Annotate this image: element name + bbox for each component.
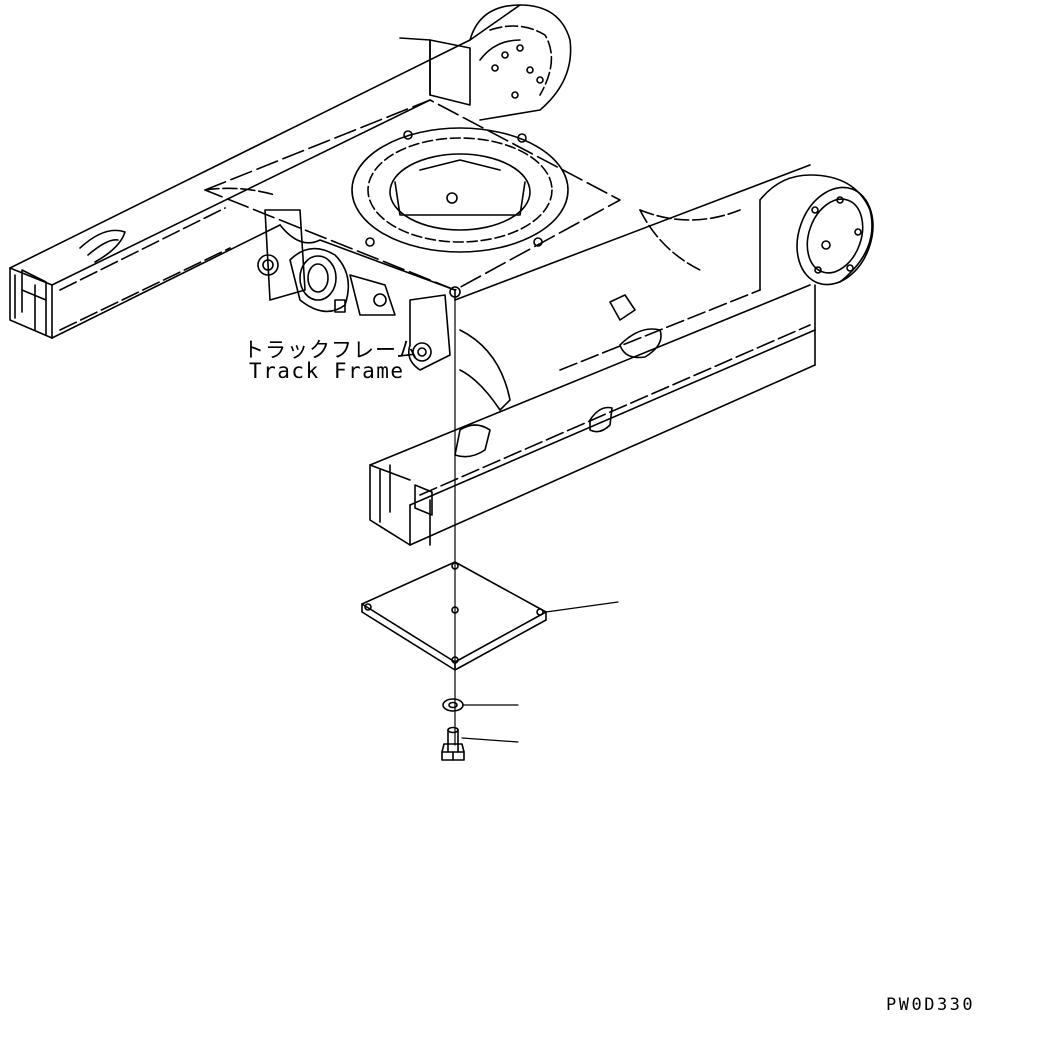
- track-frame-label-en: Track Frame: [249, 359, 405, 383]
- hex-bolt: [442, 728, 464, 761]
- center-body: [205, 100, 620, 300]
- under-cover-plate: [362, 562, 546, 662]
- left-end-hub: [400, 5, 571, 120]
- drawing-number: PW0D330: [886, 995, 976, 1015]
- right-frame-arm: [370, 165, 815, 545]
- right-end-hub: [760, 175, 886, 295]
- leader-bolt: [462, 738, 518, 742]
- track-frame-label-jp: トラックフレーム: [243, 338, 419, 362]
- left-frame-arm: [10, 5, 520, 338]
- washer: [443, 699, 463, 711]
- center-brackets: [258, 210, 510, 410]
- leader-plate: [546, 602, 618, 612]
- exploded-parts: [362, 300, 618, 760]
